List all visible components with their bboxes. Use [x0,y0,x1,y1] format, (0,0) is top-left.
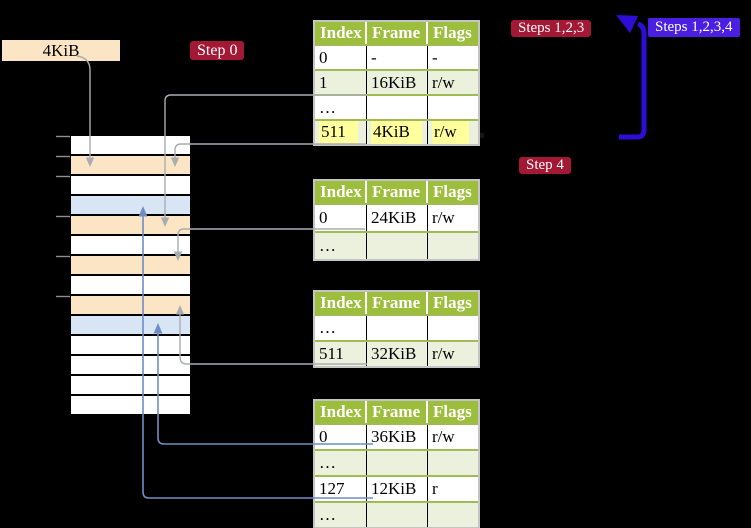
column-header-flags: Flags [433,182,472,201]
badge-step-0: Step 0 [190,41,245,60]
table-cell: 1 [315,71,367,94]
frame-size-label-box: 4KiB [2,40,120,61]
column-header-index: Index [315,181,367,203]
memory-frame-row-wheat [71,216,190,234]
memory-frame-row-white [71,336,190,354]
table-row: … [315,501,478,527]
memory-frame-row-blue [71,316,190,334]
table-cell: … [315,233,367,259]
memory-frame-row-white [71,236,190,254]
column-header-flags: Flags [433,23,472,42]
badge-steps-123: Steps 1,2,3 [511,20,592,37]
table-cell: 24KiB [367,205,428,231]
table-row: … [315,314,478,340]
memory-frame-row-wheat [71,156,190,174]
table-cell: 16KiB [367,71,428,94]
table-row: … [315,94,478,119]
arrow-l1-entry511-to-memory-icon [170,143,366,167]
table-cell: r/w [432,344,455,363]
table-row: … [315,449,478,475]
column-header-frame: Frame [367,181,428,203]
table-cell: … [315,451,367,475]
memory-frame-row-blue [71,196,190,214]
memory-frame-row-white [71,176,190,194]
table-cell: 511 [315,342,367,366]
table-cell: 32KiB [367,342,428,366]
table-cell: 127 [315,477,367,501]
column-header-index: Index [315,401,367,423]
column-header-frame: Frame [367,22,428,44]
table-cell: r/w [432,72,455,92]
table-cell: - [432,47,438,67]
table-cell: r [432,479,438,498]
table-cell: 0 [315,205,367,231]
memory-tick-marks [56,135,70,298]
table-cell: 511 [315,121,367,144]
table-cell: - [367,46,428,69]
memory-frame-row-white [71,136,190,154]
memory-frame-row-wheat [71,256,190,274]
table-cell: … [315,96,367,119]
table-cell: r/w [428,121,478,144]
table-cell: … [315,316,367,340]
table-cell [367,233,428,259]
memory-frame-row-white [71,376,190,394]
table-cell [367,451,428,475]
table-cell [428,451,478,475]
table-cell: 0 [315,46,367,69]
table-cell: 36KiB [367,425,428,449]
table-cell [428,96,478,119]
table-cell: 4KiB [367,121,428,144]
table-cell [367,96,428,119]
column-header-index: Index [315,292,367,314]
memory-frame-row-white [71,356,190,374]
badge-steps-1234: Steps 1,2,3,4 [648,18,740,37]
table-cell [428,233,478,259]
table-row: … [315,231,478,259]
table-cell [367,503,428,527]
column-header-frame: Frame [367,401,428,423]
table-cell: 0 [315,425,367,449]
table-cell: r/w [432,427,455,446]
table-cell [367,316,428,340]
table-cell: … [315,503,367,527]
table-cell [428,316,478,340]
table-cell: 12KiB [367,477,428,501]
arrow-tail-mark [480,133,484,138]
table-cell: r/w [432,208,455,227]
memory-frame-row-white [71,276,190,294]
table-row: 0-- [315,44,478,69]
column-header-flags: Flags [433,402,472,421]
column-header-frame: Frame [367,292,428,314]
physical-memory-column [71,136,190,416]
arrow-steps-loop-icon [616,15,647,140]
memory-frame-row-wheat [71,296,190,314]
memory-frame-row-white [71,396,190,414]
column-header-flags: Flags [433,293,472,312]
column-header-index: Index [315,22,367,44]
badge-step-4: Step 4 [519,157,571,174]
table-cell [428,503,478,527]
